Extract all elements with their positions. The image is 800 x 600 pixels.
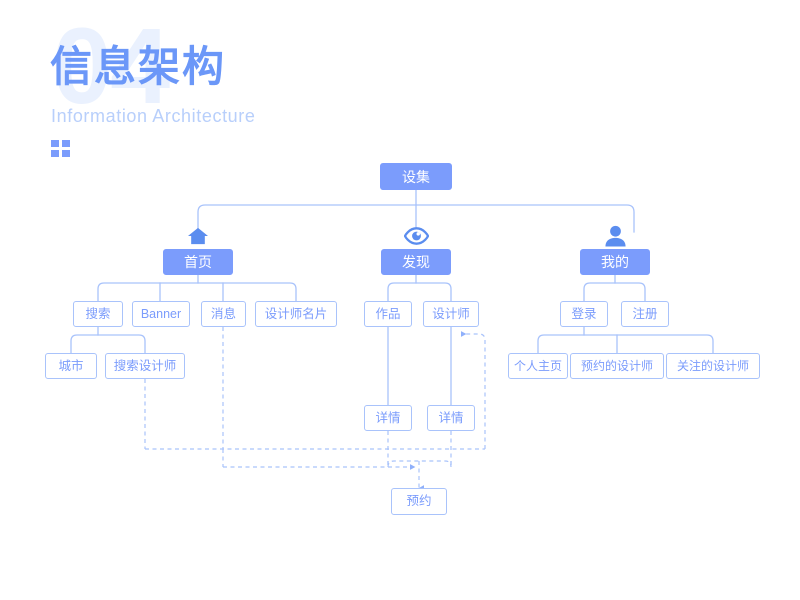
node-label: 登录 [571,306,597,321]
node-profile[interactable]: 个人主页 [508,353,568,379]
node-search[interactable]: 搜索 [73,301,123,327]
dot-grid-icon [51,140,73,158]
node-designers[interactable]: 设计师 [423,301,479,327]
node-label: 搜索 [85,306,111,321]
node-label: 预约的设计师 [580,359,653,373]
node-city[interactable]: 城市 [45,353,97,379]
node-label: 城市 [58,358,84,373]
node-register[interactable]: 注册 [621,301,669,327]
node-booking[interactable]: 预约 [391,488,447,515]
node-designer-card[interactable]: 设计师名片 [255,301,337,327]
node-label: 首页 [184,254,212,270]
node-label: 设计师名片 [264,306,328,321]
node-label: 详情 [438,410,464,425]
node-label: 详情 [375,410,401,425]
person-icon [604,225,627,247]
page-subtitle: Information Architecture [51,106,256,126]
node-works-detail[interactable]: 详情 [364,405,412,431]
node-label: 我的 [601,254,629,270]
node-search-designer[interactable]: 搜索设计师 [105,353,185,379]
eye-icon [403,226,430,246]
node-label: 关注的设计师 [676,359,749,373]
node-label: 作品 [375,306,401,321]
node-label: 搜索设计师 [113,358,177,373]
node-home[interactable]: 首页 [163,249,233,275]
node-message[interactable]: 消息 [201,301,246,327]
node-mine[interactable]: 我的 [580,249,650,275]
slide-header: 04 信息架构 Information Architecture [50,12,470,160]
page-title: 信息架构 [50,43,227,90]
node-banner[interactable]: Banner [132,301,190,327]
node-label: 设集 [402,168,430,185]
node-discover[interactable]: 发现 [381,249,451,275]
node-works[interactable]: 作品 [364,301,412,327]
node-label: 发现 [402,254,430,270]
home-icon [186,226,210,246]
node-login[interactable]: 登录 [560,301,608,327]
node-label: 消息 [210,306,236,321]
node-label: 设计师 [432,306,470,321]
node-root[interactable]: 设集 [380,163,452,190]
node-designer-detail[interactable]: 详情 [427,405,475,431]
node-label: 个人主页 [513,359,562,373]
node-label: 注册 [632,306,658,321]
section-number-watermark: 04 [52,5,170,126]
node-followed-designers[interactable]: 关注的设计师 [666,353,760,379]
node-label: Banner [140,306,182,321]
node-booked-designers[interactable]: 预约的设计师 [570,353,664,379]
node-label: 预约 [406,494,432,509]
